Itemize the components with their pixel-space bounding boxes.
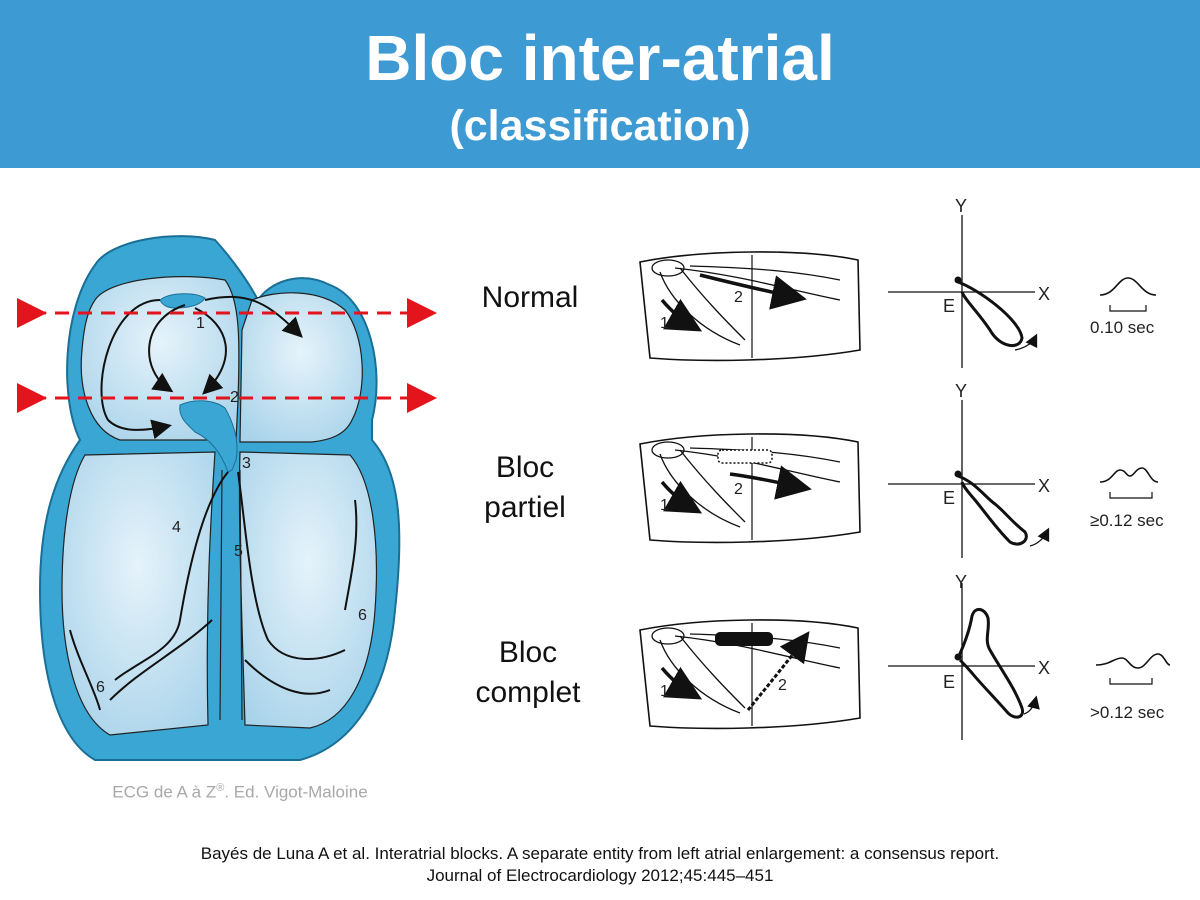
- slide-subtitle: (classification): [449, 102, 751, 150]
- svg-text:1: 1: [660, 497, 669, 514]
- svg-text:Y: Y: [955, 572, 967, 592]
- svg-text:E: E: [943, 672, 955, 692]
- path-number-6-left: 6: [96, 679, 105, 696]
- right-ventricle: [61, 451, 216, 736]
- duration-complete: >0.12 sec: [1090, 703, 1165, 722]
- svg-text:X: X: [1038, 284, 1050, 304]
- duration-normal: 0.10 sec: [1090, 318, 1155, 337]
- duration-partial: ≥0.12 sec: [1090, 511, 1164, 530]
- title-banner: Bloc inter-atrial (classification): [0, 0, 1200, 168]
- svg-text:Y: Y: [955, 381, 967, 401]
- complete-block-marker: [715, 632, 773, 646]
- svg-text:2: 2: [778, 677, 787, 694]
- path-number-6-right: 6: [358, 607, 367, 624]
- path-number-5: 5: [234, 543, 243, 560]
- svg-text:X: X: [1038, 658, 1050, 678]
- path-number-4: 4: [172, 519, 181, 536]
- svg-text:Y: Y: [955, 196, 967, 216]
- row-label-complete: Bloc complet: [475, 636, 581, 709]
- image-credit: ECG de A à Z®. Ed. Vigot-Maloine: [112, 782, 368, 802]
- row-label-partial: Bloc partiel: [484, 451, 566, 524]
- svg-text:E: E: [943, 296, 955, 316]
- row-partial: 1 2 Y X E ≥0.12 sec: [639, 381, 1164, 558]
- path-number-3: 3: [242, 455, 251, 472]
- atria-path-1: 1: [660, 315, 669, 332]
- partial-block-marker: [717, 449, 773, 464]
- citation-line-1: Bayés de Luna A et al. Interatrial block…: [200, 844, 1000, 863]
- svg-text:X: X: [1038, 476, 1050, 496]
- row-normal: 1 2 Y X E 0.10 sec: [639, 196, 1157, 368]
- svg-text:1: 1: [660, 683, 669, 700]
- row-label-normal: Normal: [481, 281, 579, 314]
- atria-path-2: 2: [734, 289, 743, 306]
- slide-title: Bloc inter-atrial: [365, 22, 835, 94]
- row-complete: 1 2 Y X E >0.12 sec: [639, 572, 1171, 740]
- citation: Bayés de Luna A et al. Interatrial block…: [0, 843, 1200, 887]
- his-bundle: [219, 469, 243, 721]
- svg-text:2: 2: [734, 481, 743, 498]
- citation-line-2: Journal of Electrocardiology 2012;45:445…: [426, 866, 774, 885]
- svg-text:E: E: [943, 488, 955, 508]
